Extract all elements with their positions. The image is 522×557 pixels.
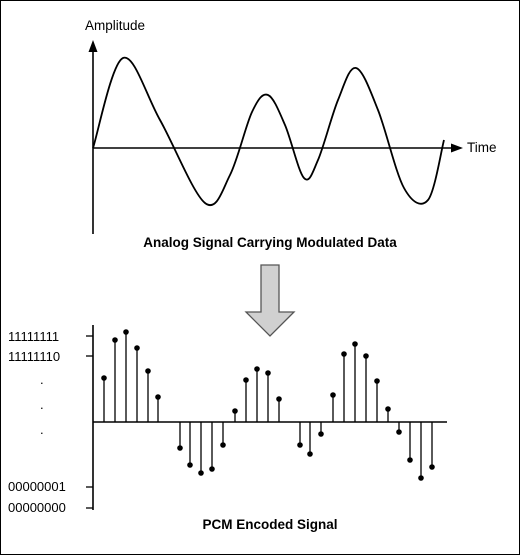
pcm-sample-point [134, 345, 140, 351]
analog-panel: Amplitude Time Analog Signal Carrying Mo… [85, 18, 497, 250]
pcm-sample-point [385, 406, 391, 412]
pcm-sample-point [265, 370, 271, 376]
pcm-sample-point [352, 341, 358, 347]
y-tick-dot-2: . [40, 397, 44, 412]
pcm-sample-point [429, 464, 435, 470]
pcm-sample-point [374, 378, 380, 384]
amplitude-axis-arrowhead [88, 40, 98, 52]
pcm-sample-point [407, 457, 413, 463]
pcm-sample-point [220, 442, 226, 448]
amplitude-label: Amplitude [85, 18, 145, 33]
pcm-sample-point [297, 442, 303, 448]
y-tick-dot-3: . [40, 422, 44, 437]
pcm-sample-point [396, 429, 402, 435]
y-tick-00000001: 00000001 [8, 479, 66, 494]
pcm-sample-point [307, 451, 313, 457]
pcm-sample-point [187, 462, 193, 468]
pcm-sample-point [243, 377, 249, 383]
analog-caption: Analog Signal Carrying Modulated Data [143, 235, 397, 250]
y-tick-11111110: 11111110 [8, 349, 60, 364]
pcm-sample-point [177, 445, 183, 451]
analog-waveform [92, 57, 445, 206]
pcm-sample-point [330, 392, 336, 398]
pcm-caption: PCM Encoded Signal [202, 517, 337, 532]
pcm-sample-point [341, 351, 347, 357]
y-tick-00000000: 00000000 [8, 500, 66, 515]
y-tick-dot-1: . [40, 372, 44, 387]
pcm-sample-point [101, 375, 107, 381]
time-axis-arrowhead [451, 143, 463, 153]
time-label: Time [467, 140, 497, 155]
pcm-sample-point [254, 366, 260, 372]
y-tick-11111111: 11111111 [8, 329, 59, 344]
pcm-sample-point [145, 368, 151, 374]
pcm-sample-point [363, 353, 369, 359]
pcm-sample-point [276, 396, 282, 402]
pcm-panel: 11111111 11111110 . . . 00000001 0000000… [8, 325, 447, 532]
pcm-sample-point [418, 475, 424, 481]
down-arrow-icon [244, 264, 296, 337]
pcm-sample-point [198, 470, 204, 476]
pcm-sample-point [155, 394, 161, 400]
pcm-samples [101, 329, 435, 481]
pcm-sample-point [123, 329, 129, 335]
pcm-sample-point [209, 466, 215, 472]
pcm-sample-point [112, 337, 118, 343]
pcm-sample-point [318, 431, 324, 437]
pcm-sample-point [232, 408, 238, 414]
